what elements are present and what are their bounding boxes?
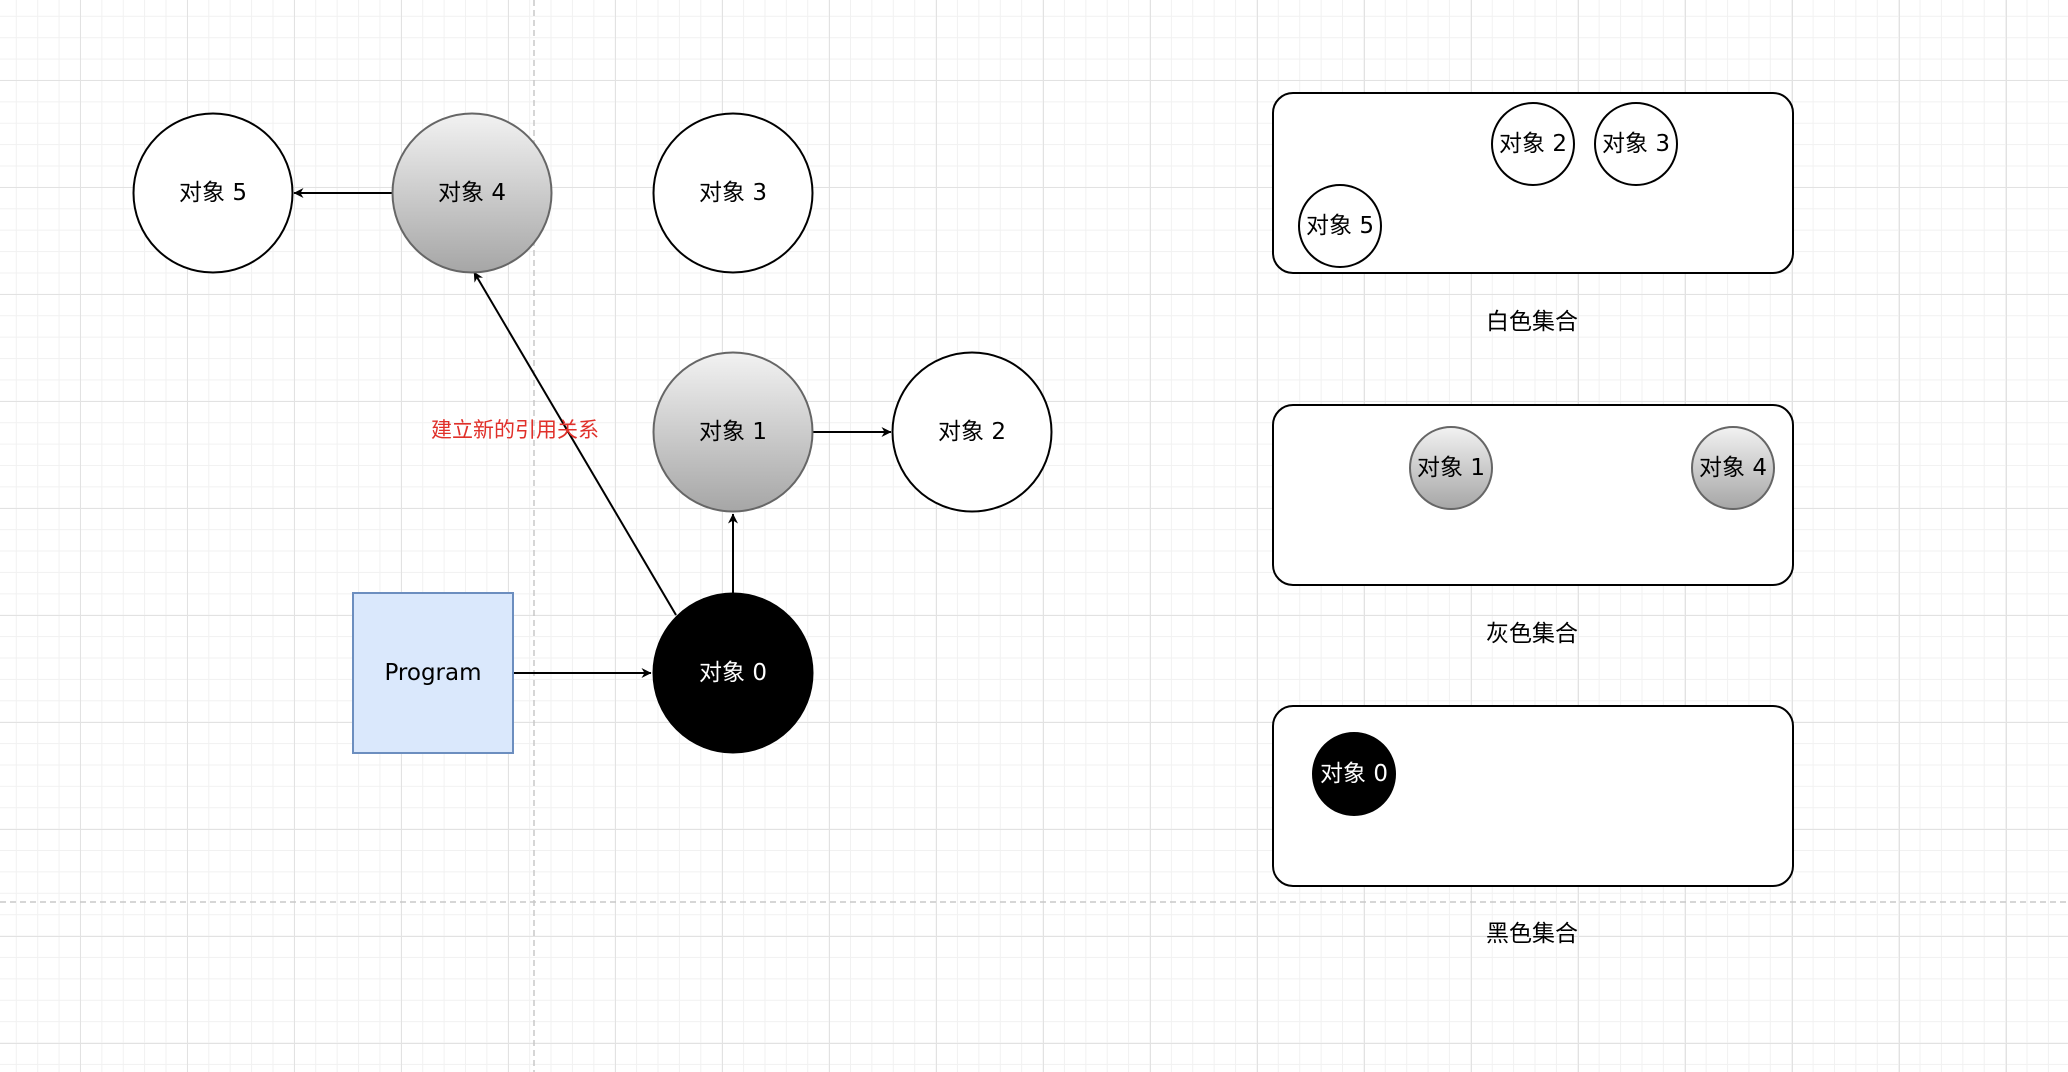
gray-set-item-obj4-circle <box>1691 426 1775 510</box>
node-obj5-label: 对象 5 <box>179 180 247 206</box>
node-obj1-label: 对象 1 <box>699 419 767 445</box>
gray-set-item-obj4[interactable]: 对象 4 <box>1691 426 1775 510</box>
white-set-item-obj3-circle <box>1594 102 1678 186</box>
node-program[interactable]: Program <box>352 592 514 754</box>
node-obj5-circle <box>132 112 294 274</box>
node-obj2[interactable]: 对象 2 <box>891 351 1053 513</box>
node-obj4-label: 对象 4 <box>438 180 506 206</box>
black-set-container <box>1272 705 1794 887</box>
white-set[interactable]: 对象 2 对象 3 对象 5 <box>1272 92 1794 274</box>
node-obj3-label: 对象 3 <box>699 180 767 206</box>
node-obj3[interactable]: 对象 3 <box>652 112 814 274</box>
white-set-item-obj2[interactable]: 对象 2 <box>1491 102 1575 186</box>
white-set-label: 白色集合 <box>1486 309 1578 335</box>
white-set-item-obj5-circle <box>1298 184 1382 268</box>
node-obj1[interactable]: 对象 1 <box>652 351 814 513</box>
node-obj0[interactable]: 对象 0 <box>652 592 814 754</box>
node-obj3-circle <box>652 112 814 274</box>
gray-set-item-obj1[interactable]: 对象 1 <box>1409 426 1493 510</box>
gray-set-label: 灰色集合 <box>1486 621 1578 647</box>
black-set-item-obj0-circle <box>1312 732 1396 816</box>
white-set-item-obj3[interactable]: 对象 3 <box>1594 102 1678 186</box>
node-obj0-label: 对象 0 <box>699 660 767 686</box>
node-obj4-circle <box>391 112 553 274</box>
black-set[interactable]: 对象 0 <box>1272 705 1794 887</box>
node-obj2-circle <box>891 351 1053 513</box>
white-set-item-obj2-label: 对象 2 <box>1499 131 1567 157</box>
black-set-item-obj0-label: 对象 0 <box>1320 761 1388 787</box>
gray-set-item-obj1-label: 对象 1 <box>1417 455 1485 481</box>
edge-label-new-reference: 建立新的引用关系 <box>431 418 599 442</box>
white-set-item-obj2-circle <box>1491 102 1575 186</box>
node-program-label: Program <box>384 660 481 686</box>
white-set-item-obj5[interactable]: 对象 5 <box>1298 184 1382 268</box>
gray-set-container <box>1272 404 1794 586</box>
edges <box>293 188 892 678</box>
node-obj4[interactable]: 对象 4 <box>391 112 553 274</box>
gray-set-item-obj1-circle <box>1409 426 1493 510</box>
node-obj2-label: 对象 2 <box>938 419 1006 445</box>
black-set-label: 黑色集合 <box>1486 921 1578 947</box>
white-set-item-obj3-label: 对象 3 <box>1602 131 1670 157</box>
node-program-box <box>352 592 514 754</box>
gray-set-item-obj4-label: 对象 4 <box>1699 455 1767 481</box>
black-set-item-obj0[interactable]: 对象 0 <box>1312 732 1396 816</box>
white-set-item-obj5-label: 对象 5 <box>1306 213 1374 239</box>
gray-set[interactable]: 对象 1 对象 4 <box>1272 404 1794 586</box>
node-obj0-circle <box>652 592 814 754</box>
node-obj1-circle <box>652 351 814 513</box>
node-obj5[interactable]: 对象 5 <box>132 112 294 274</box>
edge-obj0-to-obj4[interactable] <box>473 271 677 616</box>
